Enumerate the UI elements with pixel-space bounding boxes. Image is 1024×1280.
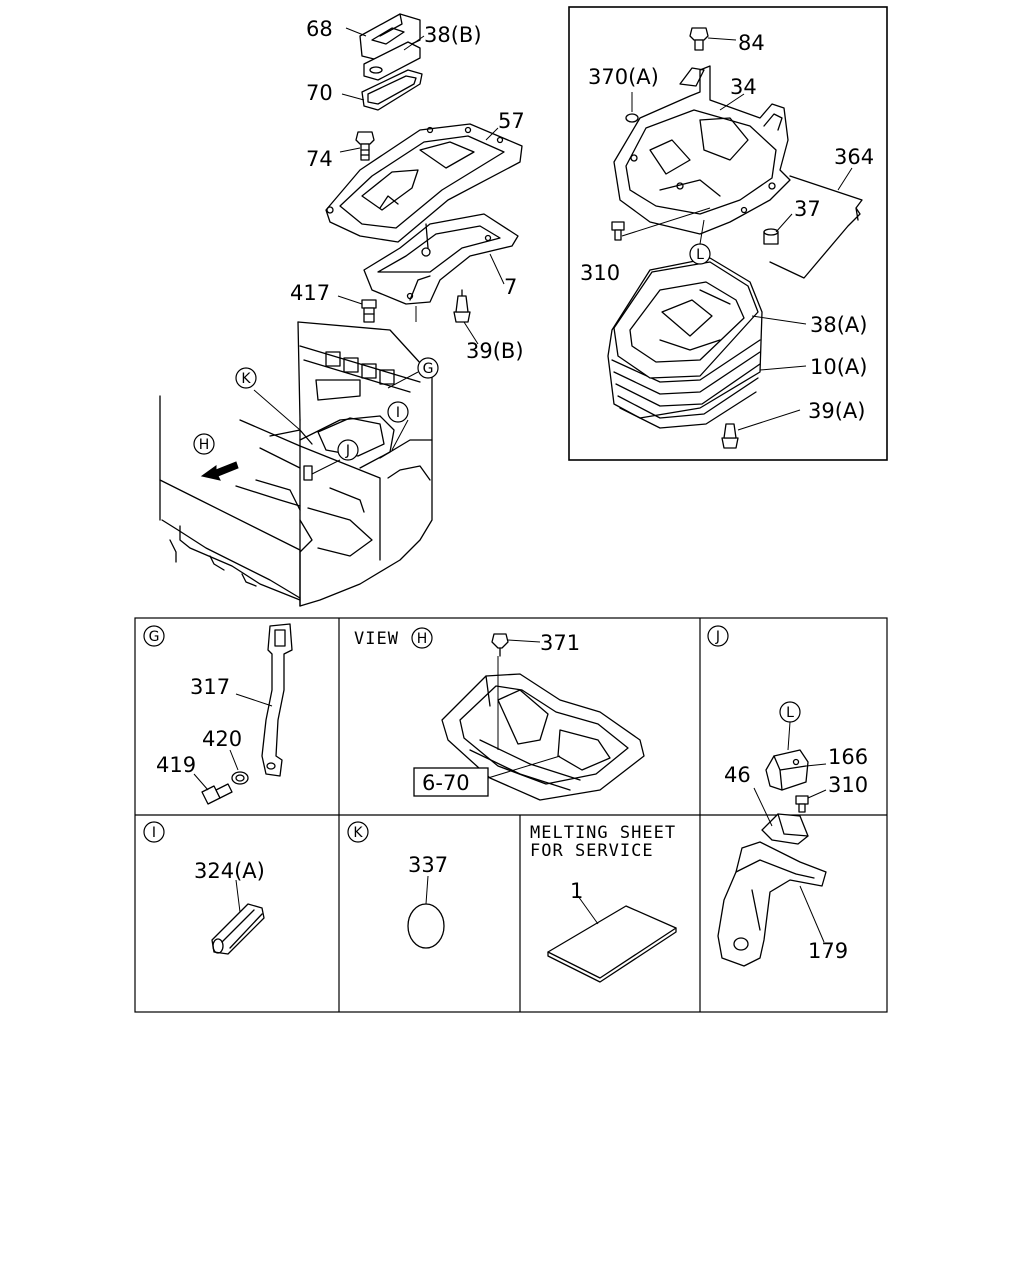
label-38b: 38(B) <box>424 23 482 47</box>
part-38b-pad <box>363 41 421 81</box>
part-166-block <box>765 749 809 791</box>
label-10a: 10(A) <box>810 355 867 379</box>
main-exploded-view: 68 38(B) 70 57 74 7 417 39(B) G K I J H <box>159 13 525 607</box>
part-317-strap <box>261 623 293 777</box>
part-364-wire <box>769 175 863 279</box>
panel-k: K 337 <box>347 821 448 949</box>
front-arrow-icon <box>200 461 239 481</box>
part-37-grommet <box>763 228 779 245</box>
label-34: 34 <box>730 75 757 99</box>
label-179: 179 <box>808 939 848 963</box>
melting-title-line1: MELTING SHEET <box>530 823 676 843</box>
part-7-bracket <box>363 213 519 305</box>
part-370a-seal <box>625 113 639 123</box>
label-364: 364 <box>834 145 874 169</box>
panel-j-callout: J <box>707 625 729 647</box>
part-84-bolt <box>689 27 709 51</box>
part-74-bolt <box>355 131 375 161</box>
panel-view-h: VIEW H 371 6-70 <box>354 627 645 801</box>
svg-text:I: I <box>396 405 400 421</box>
svg-text:J: J <box>345 443 350 459</box>
label-57: 57 <box>498 109 525 133</box>
label-324a: 324(A) <box>194 859 265 883</box>
label-39a: 39(A) <box>808 399 865 423</box>
part-46-bracket <box>761 813 809 845</box>
label-37: 37 <box>794 197 821 221</box>
label-7: 7 <box>504 275 517 299</box>
detail-grid <box>134 617 888 1013</box>
label-420: 420 <box>202 727 242 751</box>
callout-j[interactable]: J <box>337 439 359 461</box>
svg-text:H: H <box>199 437 210 453</box>
panel-g: G 317 420 419 <box>143 623 293 805</box>
label-419: 419 <box>156 753 196 777</box>
callout-g[interactable]: G <box>417 357 439 379</box>
label-46: 46 <box>724 763 751 787</box>
svg-text:I: I <box>152 825 156 841</box>
part-417-bolt <box>361 299 377 323</box>
label-166: 166 <box>828 745 868 769</box>
panel-melting-sheet: MELTING SHEET FOR SERVICE 1 <box>530 823 677 983</box>
label-39b: 39(B) <box>466 339 524 363</box>
callout-h[interactable]: H <box>193 433 215 455</box>
svg-text:G: G <box>149 629 160 645</box>
label-371: 371 <box>540 631 580 655</box>
callout-l-panel-j[interactable]: L <box>779 701 801 723</box>
svg-text:L: L <box>786 705 794 721</box>
part-68-cover <box>359 13 421 61</box>
panel-j: J L 166 46 <box>707 625 868 967</box>
part-39b-clip <box>453 289 471 323</box>
part-34-tray <box>613 65 791 235</box>
part-38a-insert <box>613 261 759 379</box>
svg-text:H: H <box>417 631 428 647</box>
panel-h-callout: H <box>411 627 433 649</box>
label-6-70: 6-70 <box>422 771 470 795</box>
label-310-j: 310 <box>828 773 868 797</box>
panel-i: I 324(A) <box>143 821 265 955</box>
label-370a: 370(A) <box>588 65 659 89</box>
inset-border <box>568 6 888 461</box>
callout-k[interactable]: K <box>235 367 257 389</box>
ref-box-6-70 <box>413 767 489 797</box>
label-1: 1 <box>570 879 583 903</box>
svg-text:K: K <box>241 371 251 387</box>
part-39a-clip <box>721 423 739 449</box>
part-310-bolt-j <box>795 795 809 813</box>
svg-text:J: J <box>715 629 720 645</box>
label-38a: 38(A) <box>810 313 867 337</box>
melting-title-line2: FOR SERVICE <box>530 841 654 861</box>
view-label: VIEW <box>354 629 399 649</box>
inset-storage-tray: 84 370(A) 34 364 37 310 38(A) 10(A) 39(A… <box>568 6 888 461</box>
vehicle-body-floor <box>159 321 433 607</box>
label-337: 337 <box>408 853 448 877</box>
callout-i[interactable]: I <box>387 401 409 423</box>
svg-text:K: K <box>353 825 363 841</box>
label-74: 74 <box>306 147 333 171</box>
label-317: 317 <box>190 675 230 699</box>
panel-g-callout: G <box>143 625 165 647</box>
part-57-panel <box>325 123 523 243</box>
inset-leaders <box>621 37 853 431</box>
label-70: 70 <box>306 81 333 105</box>
part-419-bolt <box>201 783 233 805</box>
part-179-stay <box>717 841 827 967</box>
part-70-gasket <box>361 69 423 111</box>
part-324a-clip <box>211 903 265 955</box>
label-417: 417 <box>290 281 330 305</box>
svg-text:L: L <box>696 247 704 263</box>
label-310: 310 <box>580 261 620 285</box>
label-68: 68 <box>306 17 333 41</box>
callout-l-top[interactable]: L <box>689 243 711 265</box>
main-leaders <box>253 27 505 475</box>
part-420-washer <box>231 771 249 785</box>
panel-k-callout: K <box>347 821 369 843</box>
part-371-clip <box>491 633 509 657</box>
part-1-melting-sheet <box>547 905 677 983</box>
panel-i-callout: I <box>143 821 165 843</box>
part-310-bolt <box>611 221 625 241</box>
label-84: 84 <box>738 31 765 55</box>
svg-text:G: G <box>423 361 434 377</box>
part-337-plug <box>407 903 445 949</box>
